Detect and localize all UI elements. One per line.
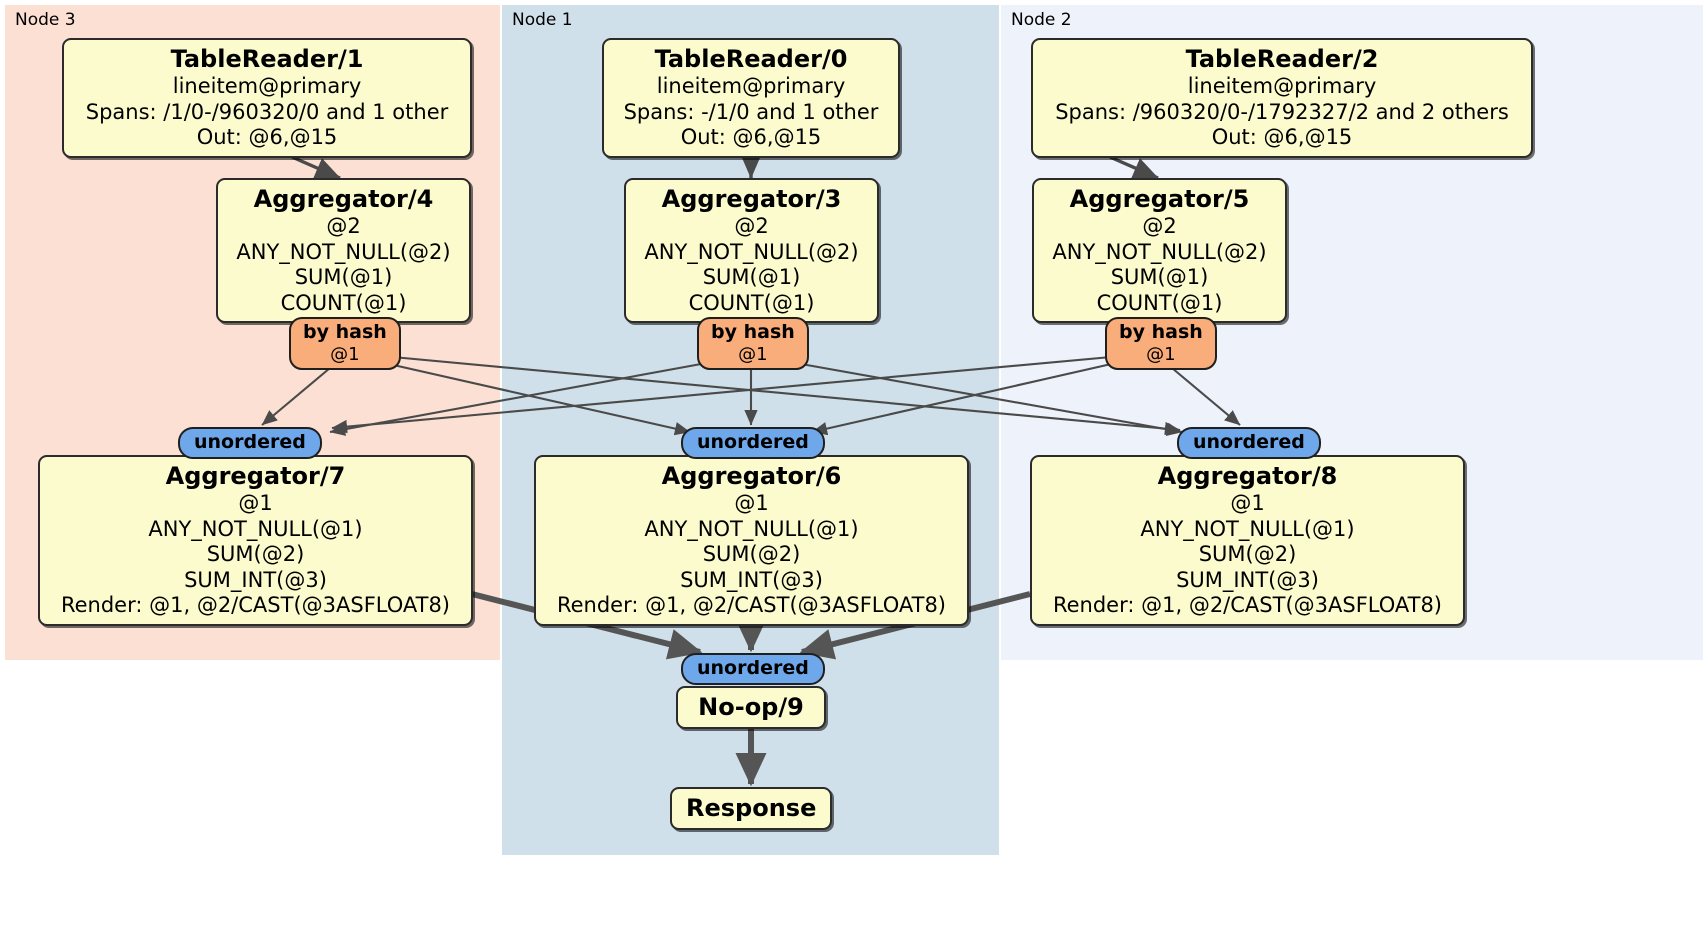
processor-title: TableReader/2 [1185, 45, 1379, 73]
input-badge-unordered-final[interactable]: unordered [681, 653, 825, 685]
processor-table-reader-2[interactable]: TableReader/2 lineitem@primary Spans: /9… [1031, 38, 1533, 158]
node-panel-label: Node 3 [15, 10, 76, 30]
processor-line: @1 [238, 491, 273, 515]
processor-line: SUM(@2) [206, 542, 305, 566]
processor-line: Render: @1, @2/CAST(@3ASFLOAT8) [60, 593, 451, 617]
processor-line: Render: @1, @2/CAST(@3ASFLOAT8) [1052, 593, 1443, 617]
processor-title: Aggregator/4 [253, 185, 434, 213]
processor-line: ANY_NOT_NULL(@2) [1052, 239, 1267, 264]
badge-subtitle: @1 [1146, 344, 1176, 365]
processor-table-reader-1[interactable]: TableReader/1 lineitem@primary Spans: /1… [62, 38, 472, 158]
processor-title: TableReader/0 [654, 45, 848, 73]
processor-line: lineitem@primary [1187, 74, 1377, 98]
processor-line: Render: @1, @2/CAST(@3ASFLOAT8) [556, 593, 947, 617]
processor-title: No-op/9 [698, 693, 804, 721]
badge-title: by hash [1119, 321, 1203, 343]
processor-line: lineitem@primary [656, 74, 846, 98]
processor-line: @1 [1230, 491, 1265, 515]
badge-title: unordered [697, 431, 809, 453]
input-badge-unordered-right[interactable]: unordered [1177, 427, 1321, 459]
processor-line: COUNT(@1) [280, 290, 407, 315]
processor-line: COUNT(@1) [688, 290, 815, 315]
processor-line: ANY_NOT_NULL(@1) [148, 516, 363, 541]
processor-line: SUM_INT(@3) [680, 567, 823, 592]
processor-line: Spans: -/1/0 and 1 other [623, 99, 879, 124]
badge-title: by hash [711, 321, 795, 343]
badge-subtitle: @1 [330, 344, 360, 365]
output-badge-by-hash-left[interactable]: by hash @1 [289, 317, 401, 370]
output-badge-by-hash-mid[interactable]: by hash @1 [697, 317, 809, 370]
badge-title: unordered [697, 657, 809, 679]
input-badge-unordered-left[interactable]: unordered [178, 427, 322, 459]
processor-aggregator-8[interactable]: Aggregator/8 @1 ANY_NOT_NULL(@1) SUM(@2)… [1030, 455, 1465, 626]
processor-line: SUM(@1) [1110, 265, 1209, 289]
processor-line: ANY_NOT_NULL(@2) [644, 239, 859, 264]
processor-line: SUM(@1) [702, 265, 801, 289]
processor-line: lineitem@primary [172, 74, 362, 98]
processor-line: ANY_NOT_NULL(@1) [644, 516, 859, 541]
processor-response[interactable]: Response [670, 787, 832, 830]
processor-title: Response [686, 794, 817, 822]
processor-title: TableReader/1 [170, 45, 364, 73]
processor-line: SUM(@2) [1198, 542, 1297, 566]
processor-aggregator-6[interactable]: Aggregator/6 @1 ANY_NOT_NULL(@1) SUM(@2)… [534, 455, 969, 626]
processor-title: Aggregator/7 [165, 462, 346, 490]
processor-title: Aggregator/3 [661, 185, 842, 213]
badge-subtitle: @1 [738, 344, 768, 365]
processor-line: @2 [326, 214, 361, 238]
processor-line: SUM_INT(@3) [1176, 567, 1319, 592]
node-panel-label: Node 2 [1011, 10, 1072, 30]
badge-title: unordered [194, 431, 306, 453]
processor-line: SUM(@2) [702, 542, 801, 566]
processor-aggregator-7[interactable]: Aggregator/7 @1 ANY_NOT_NULL(@1) SUM(@2)… [38, 455, 473, 626]
processor-no-op-9[interactable]: No-op/9 [676, 686, 826, 729]
processor-line: Spans: /960320/0-/1792327/2 and 2 others [1055, 99, 1509, 124]
processor-line: Out: @6,@15 [680, 125, 822, 149]
processor-title: Aggregator/8 [1157, 462, 1338, 490]
input-badge-unordered-mid[interactable]: unordered [681, 427, 825, 459]
processor-line: @1 [734, 491, 769, 515]
processor-line: Out: @6,@15 [1211, 125, 1353, 149]
processor-table-reader-0[interactable]: TableReader/0 lineitem@primary Spans: -/… [602, 38, 900, 158]
output-badge-by-hash-right[interactable]: by hash @1 [1105, 317, 1217, 370]
node-panel-label: Node 1 [512, 10, 573, 30]
processor-aggregator-4[interactable]: Aggregator/4 @2 ANY_NOT_NULL(@2) SUM(@1)… [216, 178, 471, 323]
processor-line: Spans: /1/0-/960320/0 and 1 other [85, 99, 449, 124]
processor-title: Aggregator/6 [661, 462, 842, 490]
processor-line: @2 [734, 214, 769, 238]
processor-line: SUM_INT(@3) [184, 567, 327, 592]
processor-line: @2 [1142, 214, 1177, 238]
badge-title: unordered [1193, 431, 1305, 453]
badge-title: by hash [303, 321, 387, 343]
processor-line: Out: @6,@15 [196, 125, 338, 149]
processor-line: SUM(@1) [294, 265, 393, 289]
processor-title: Aggregator/5 [1069, 185, 1250, 213]
processor-line: ANY_NOT_NULL(@1) [1140, 516, 1355, 541]
processor-line: COUNT(@1) [1096, 290, 1223, 315]
processor-aggregator-3[interactable]: Aggregator/3 @2 ANY_NOT_NULL(@2) SUM(@1)… [624, 178, 879, 323]
processor-line: ANY_NOT_NULL(@2) [236, 239, 451, 264]
processor-aggregator-5[interactable]: Aggregator/5 @2 ANY_NOT_NULL(@2) SUM(@1)… [1032, 178, 1287, 323]
